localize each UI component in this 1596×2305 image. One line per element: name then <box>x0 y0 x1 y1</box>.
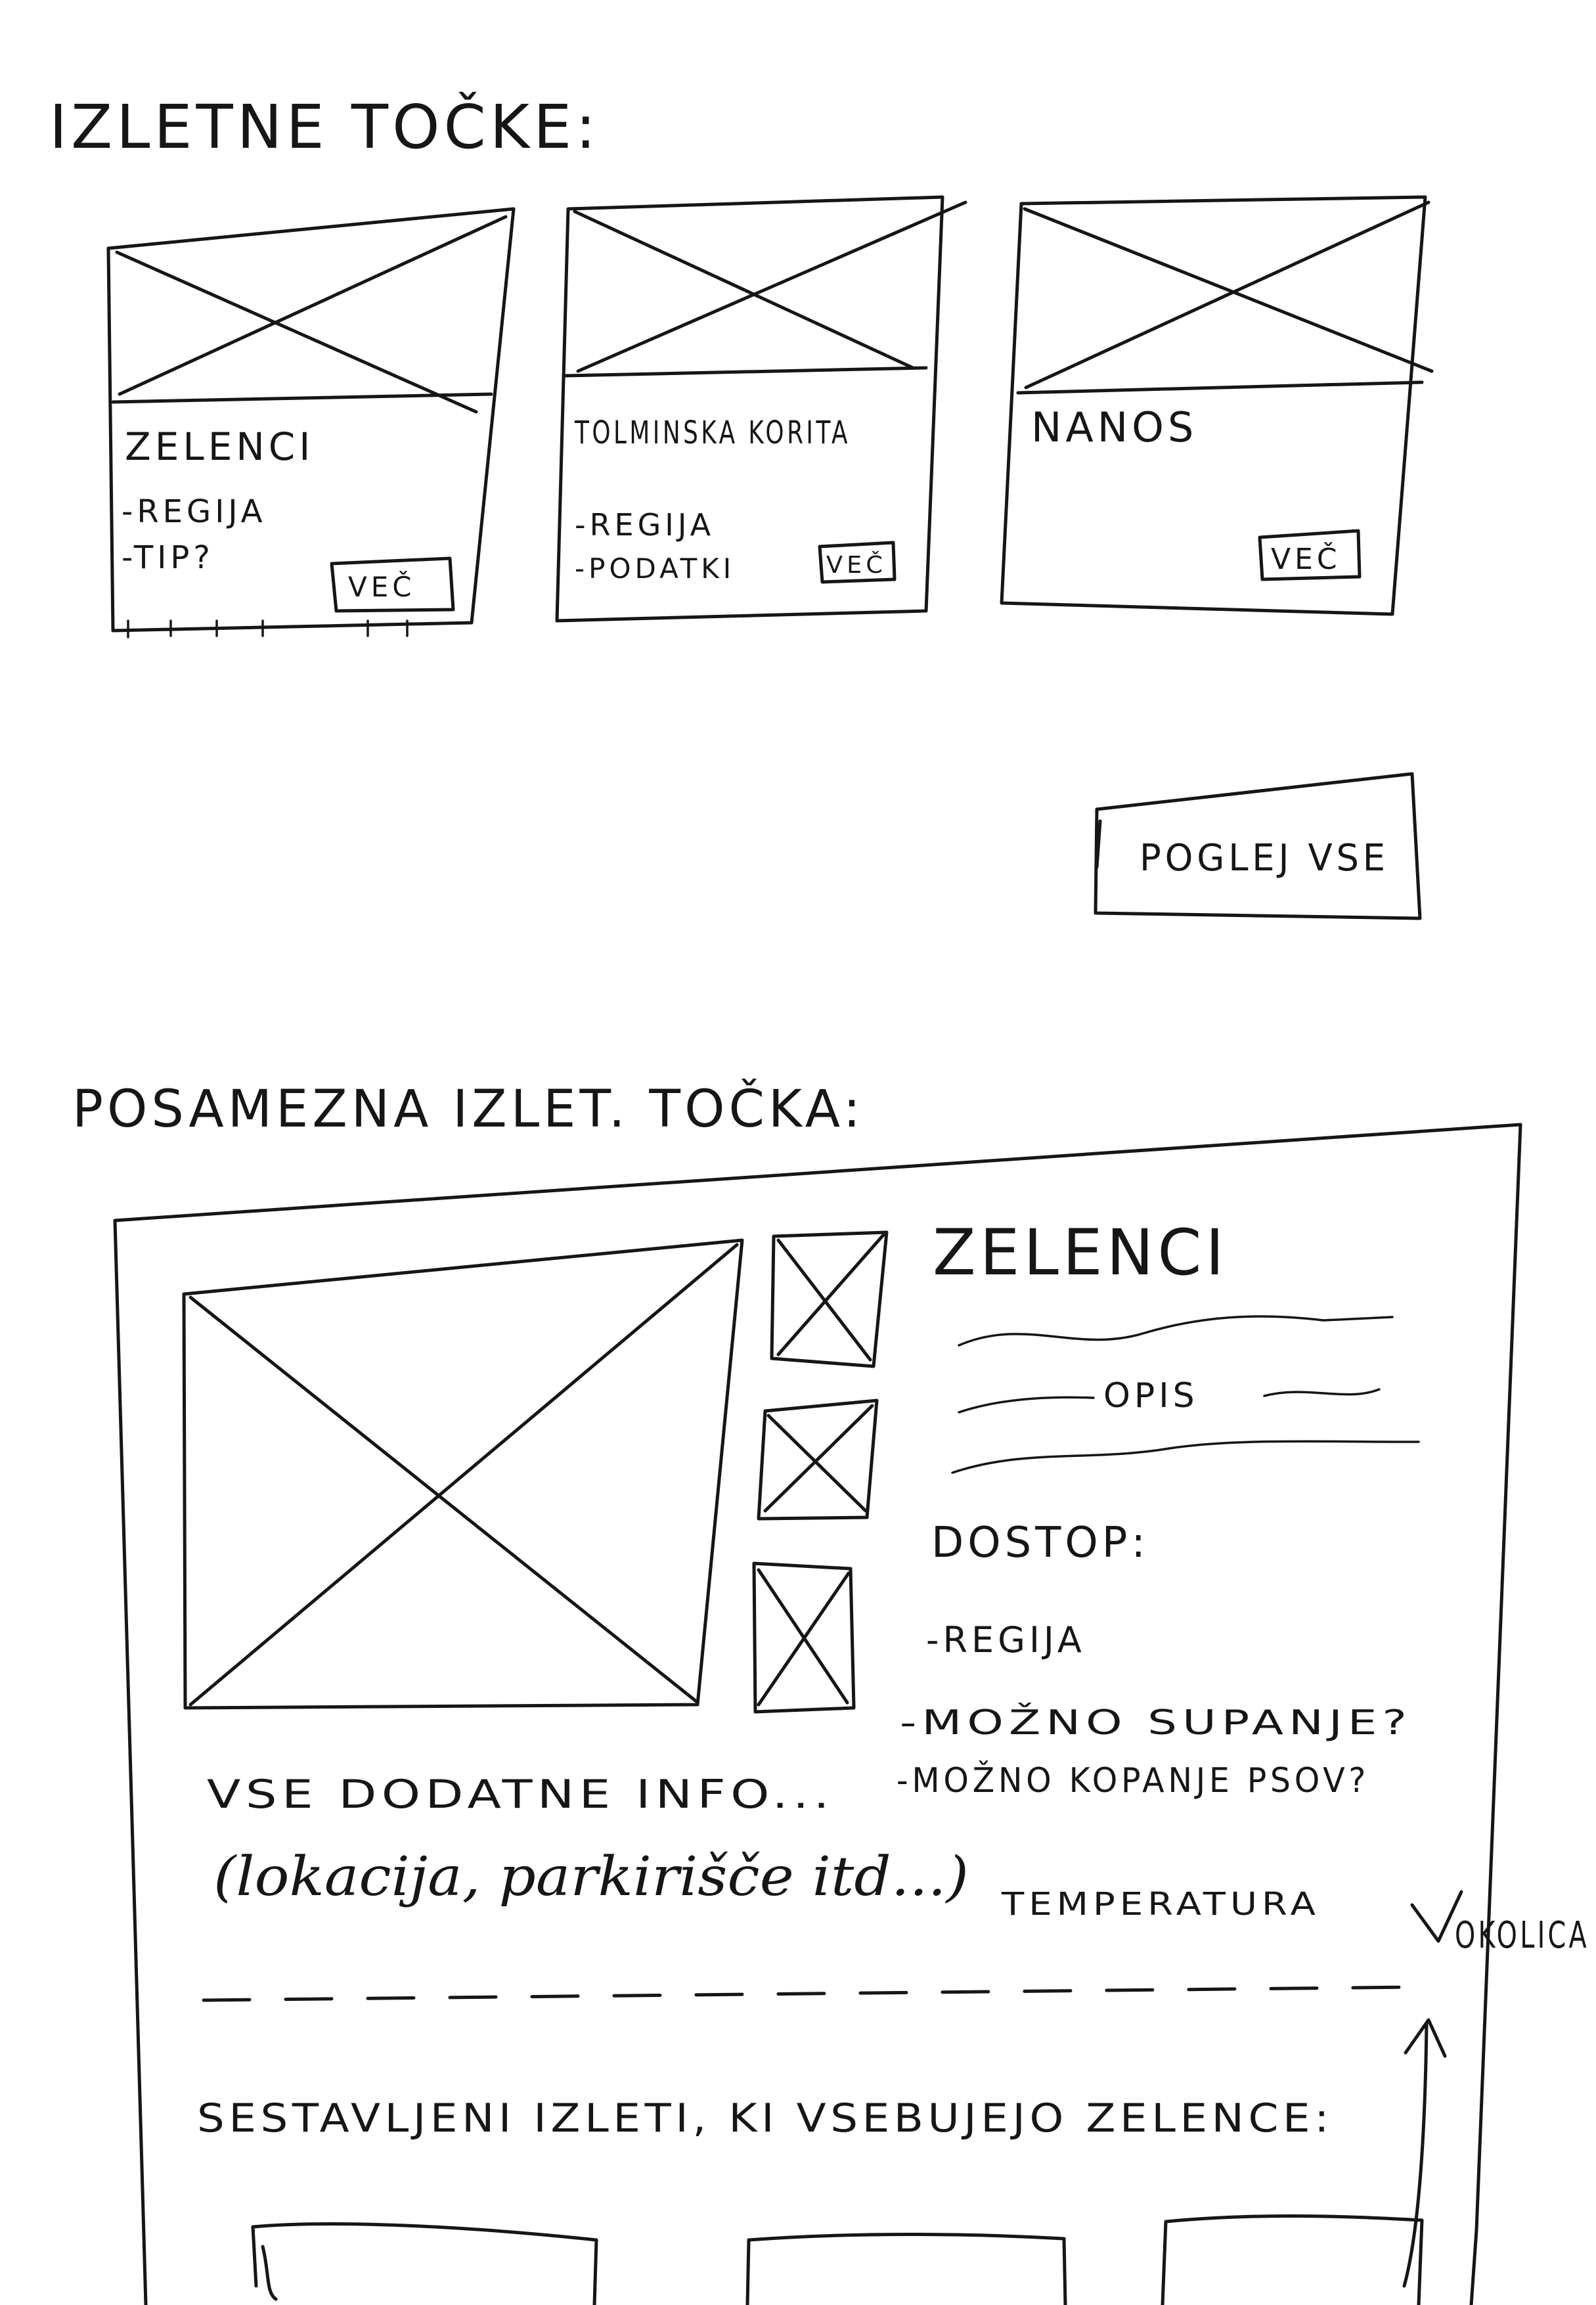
card-detail: -TIP? <box>122 539 214 576</box>
description-label: OPIS <box>1103 1376 1199 1416</box>
card-title: ZELENCI <box>125 424 314 469</box>
extra-info-examples: (lokacija, parkirišče itd...) <box>213 1846 969 1908</box>
section-separator <box>202 1985 1414 2002</box>
card-title: TOLMINSKA KORITA <box>574 414 851 451</box>
attribute-dogs: -MOŽNO KOPANJE PSOV? <box>897 1760 1369 1801</box>
card-zelenci[interactable]: ZELENCI -REGIJA -TIP? VEČ <box>106 207 516 638</box>
card-tolminska-korita[interactable]: TOLMINSKA KORITA -REGIJA -PODATKI VEČ <box>555 195 967 623</box>
card-detail: -PODATKI <box>575 552 735 585</box>
detail-section-title: POSAMEZNA IZLET. TOČKA: <box>72 1079 864 1139</box>
side-annotation: OKOLICA <box>1402 1890 1589 2288</box>
view-all-button[interactable]: POGLEJ VSE <box>1094 772 1422 920</box>
card-image-placeholder <box>111 215 508 414</box>
more-button-label: VEČ <box>348 570 416 603</box>
card-image-placeholder <box>563 200 967 378</box>
side-note: OKOLICA <box>1455 1914 1589 1957</box>
card-image-placeholder <box>1016 200 1434 395</box>
list-section-title: IZLETNE TOČKE: <box>49 91 600 162</box>
more-button-label: VEČ <box>826 551 887 579</box>
thumbnail-3[interactable] <box>752 1561 856 1714</box>
main-image-placeholder <box>182 1238 744 1710</box>
detail-frame <box>113 1123 1522 2305</box>
card-detail: -REGIJA <box>575 507 715 543</box>
related-heading: SESTAVLJENI IZLETI, KI VSEBUJEJO ZELENCE… <box>197 2095 1333 2141</box>
thumbnail-2[interactable] <box>757 1399 879 1521</box>
thumbnail-1[interactable] <box>770 1230 889 1368</box>
more-button[interactable]: VEČ <box>330 556 455 613</box>
place-name: ZELENCI <box>933 1216 1228 1289</box>
more-button[interactable]: VEČ <box>1258 529 1362 581</box>
attribute-temperature: TEMPERATURA <box>1001 1886 1320 1923</box>
related-trip-card-1[interactable] <box>251 2222 598 2305</box>
related-trip-card-3[interactable] <box>1161 2214 1424 2305</box>
access-heading: DOSTOP: <box>931 1519 1149 1567</box>
attribute-sup: -MOŽNO SUPANJE? <box>900 1703 1412 1743</box>
related-trip-card-2[interactable] <box>745 2233 1067 2305</box>
more-button[interactable]: VEČ <box>818 541 897 584</box>
card-nanos[interactable]: NANOS VEČ <box>1000 195 1434 616</box>
extra-info: VSE DODATNE INFO... <box>207 1772 834 1818</box>
view-all-label: POGLEJ VSE <box>1140 837 1389 880</box>
attribute-region: -REGIJA <box>926 1619 1086 1661</box>
card-title: NANOS <box>1031 403 1197 451</box>
description-block: OPIS <box>951 1315 1420 1474</box>
more-button-label: VEČ <box>1271 541 1341 576</box>
card-detail: -REGIJA <box>122 493 267 530</box>
